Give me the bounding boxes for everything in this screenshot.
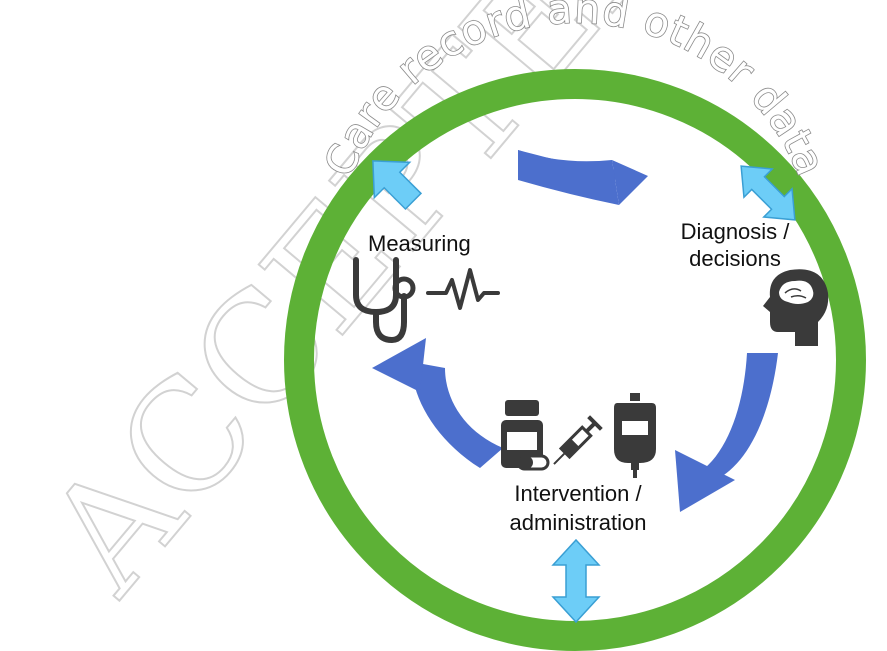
- cycle-arrow-left: [372, 338, 503, 468]
- iv-bag-icon: [614, 393, 656, 478]
- stethoscope-icon: [353, 257, 416, 344]
- data-arrow-intervention: [551, 538, 601, 624]
- data-arrow-diagnosis: [740, 165, 796, 221]
- diagnosis-label-line2: decisions: [689, 246, 781, 271]
- measuring-label: Measuring: [368, 231, 471, 256]
- care-record-ring: [284, 69, 866, 651]
- cycle-arrow-top: [518, 150, 648, 205]
- intervention-label-line2: administration: [510, 510, 647, 535]
- cycle-arrow-right: [675, 353, 778, 512]
- pill-bottle-icon: [501, 400, 550, 471]
- syringe-icon: [553, 415, 603, 465]
- heartbeat-icon: [426, 268, 500, 310]
- diagnosis-label-line1: Diagnosis /: [681, 219, 791, 244]
- intervention-label-line1: Intervention /: [514, 481, 642, 506]
- data-arrow-measuring: [372, 160, 423, 211]
- brain-head-icon: [763, 269, 829, 346]
